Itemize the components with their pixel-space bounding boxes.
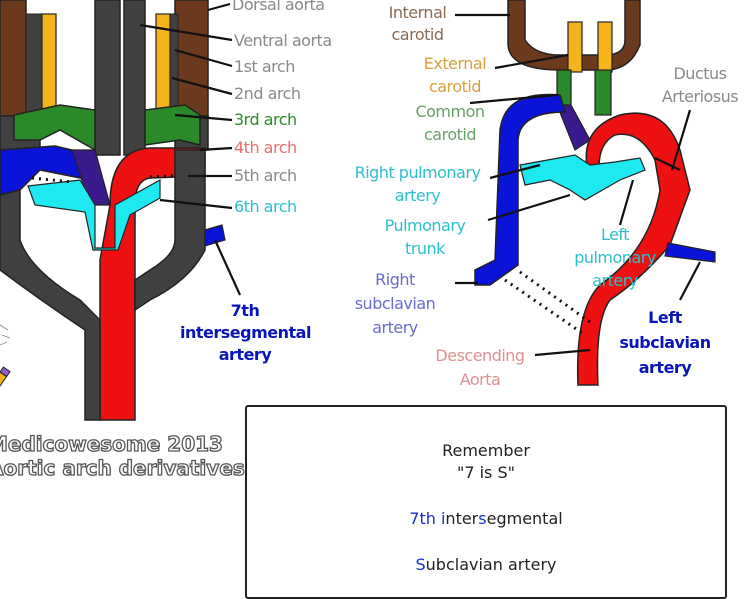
label-external-carotid-1: External [423, 54, 487, 73]
remember-title: Remember [442, 441, 530, 460]
label-seventh-line3: artery [218, 345, 272, 364]
left-yellow-vessel [41, 13, 57, 113]
label-seventh-line1: 7th [230, 301, 260, 320]
left-subclavian-blue [664, 242, 716, 263]
watermark-line1: Medicowesome 2013 [0, 431, 224, 456]
left-ventral-aorta [94, 0, 121, 156]
mnemonic-i: i [440, 509, 446, 528]
label-common-carotid-1: Common [415, 102, 485, 121]
label-right-subclavian-1: Right [375, 270, 415, 289]
label-right-pulmonary-2: artery [394, 186, 441, 205]
mnemonic-nter: nter [445, 509, 479, 528]
mnemonic-S: S [415, 555, 426, 574]
mnemonic-7th: 7th [409, 509, 441, 528]
right-subclavian-blue [474, 93, 567, 286]
right-external-carotid [567, 21, 583, 73]
right-leader-lines [455, 13, 701, 357]
label-fourth-arch: 4th arch [234, 138, 297, 157]
label-second-arch: 2nd arch [234, 84, 301, 103]
label-ventral-aorta: Ventral aorta [234, 31, 332, 50]
label-left-subclavian-3: artery [638, 358, 692, 377]
label-ductus-2: Arteriosus [661, 87, 739, 106]
label-third-arch: 3rd arch [234, 110, 297, 129]
label-right-pulmonary-1: Right pulmonary [354, 163, 481, 182]
label-right-subclavian-3: artery [372, 318, 418, 337]
mnemonic-ubclavian: ubclavian artery [425, 555, 557, 574]
label-descending-aorta-2: Aorta [459, 370, 501, 389]
seventh-intersegmental [204, 224, 226, 247]
label-ductus-1: Ductus [673, 64, 727, 83]
label-external-carotid-2: carotid [429, 77, 482, 96]
regressed-segment-dots-2 [519, 270, 591, 324]
label-common-carotid-2: carotid [424, 125, 477, 144]
label-fifth-arch: 5th arch [234, 166, 297, 185]
remember-line-subclavian: Subclavian artery [247, 555, 725, 574]
carotid-brown-arch [507, 0, 641, 71]
left-dorsal-aorta [0, 0, 27, 117]
mnemonic-s: s [478, 509, 487, 528]
aortic-arch-red [576, 112, 691, 386]
left-third-arch [13, 104, 96, 152]
label-first-arch: 1st arch [234, 57, 295, 76]
watermark-text: Medicowesome 2013 Aortic arch derivative… [0, 431, 245, 480]
right-third-arch [144, 104, 201, 146]
mnemonic-egmental: egmental [486, 509, 563, 528]
label-dorsal-aorta: Dorsal aorta [232, 0, 325, 14]
sketch-marks-icon [0, 324, 11, 346]
label-left-pulmonary-2: pulmonary [574, 248, 656, 267]
label-left-pulmonary-1: Left [600, 225, 630, 244]
label-seventh-line2: intersegmental [180, 323, 311, 342]
label-sixth-arch: 6th arch [234, 197, 297, 216]
right-descending-limb [134, 149, 206, 312]
diagram-artwork [0, 0, 716, 421]
left-arch-bar [25, 13, 43, 119]
pulmonary-cyan [519, 154, 646, 201]
left-common-carotid [594, 69, 612, 116]
pencil-icon [0, 366, 11, 399]
label-descending-aorta-1: Descending [435, 346, 525, 365]
remember-quote: "7 is S" [456, 463, 515, 482]
left-external-carotid [597, 21, 613, 73]
label-left-subclavian-1: Left [648, 308, 682, 327]
remember-box: Remember "7 is S" 7th intersegmental Sub… [245, 405, 727, 599]
label-internal-carotid-2: carotid [391, 25, 445, 44]
right-ventral-aorta [123, 0, 146, 156]
sixth-arch-cyan [27, 178, 161, 251]
left-descending-limb [0, 189, 101, 421]
label-internal-carotid-1: Internal [388, 3, 447, 22]
label-pulmonary-trunk-2: trunk [405, 239, 445, 258]
label-pulmonary-trunk-1: Pulmonary [384, 216, 466, 235]
label-left-subclavian-2: subclavian [619, 333, 711, 352]
left-leader-lines [139, 2, 242, 296]
label-right-subclavian-2: subclavian [354, 294, 436, 313]
watermark-line2: Aortic arch derivatives [0, 455, 245, 480]
remember-line-intersegmental: 7th intersegmental [247, 509, 725, 528]
label-left-pulmonary-3: artery [592, 271, 638, 290]
